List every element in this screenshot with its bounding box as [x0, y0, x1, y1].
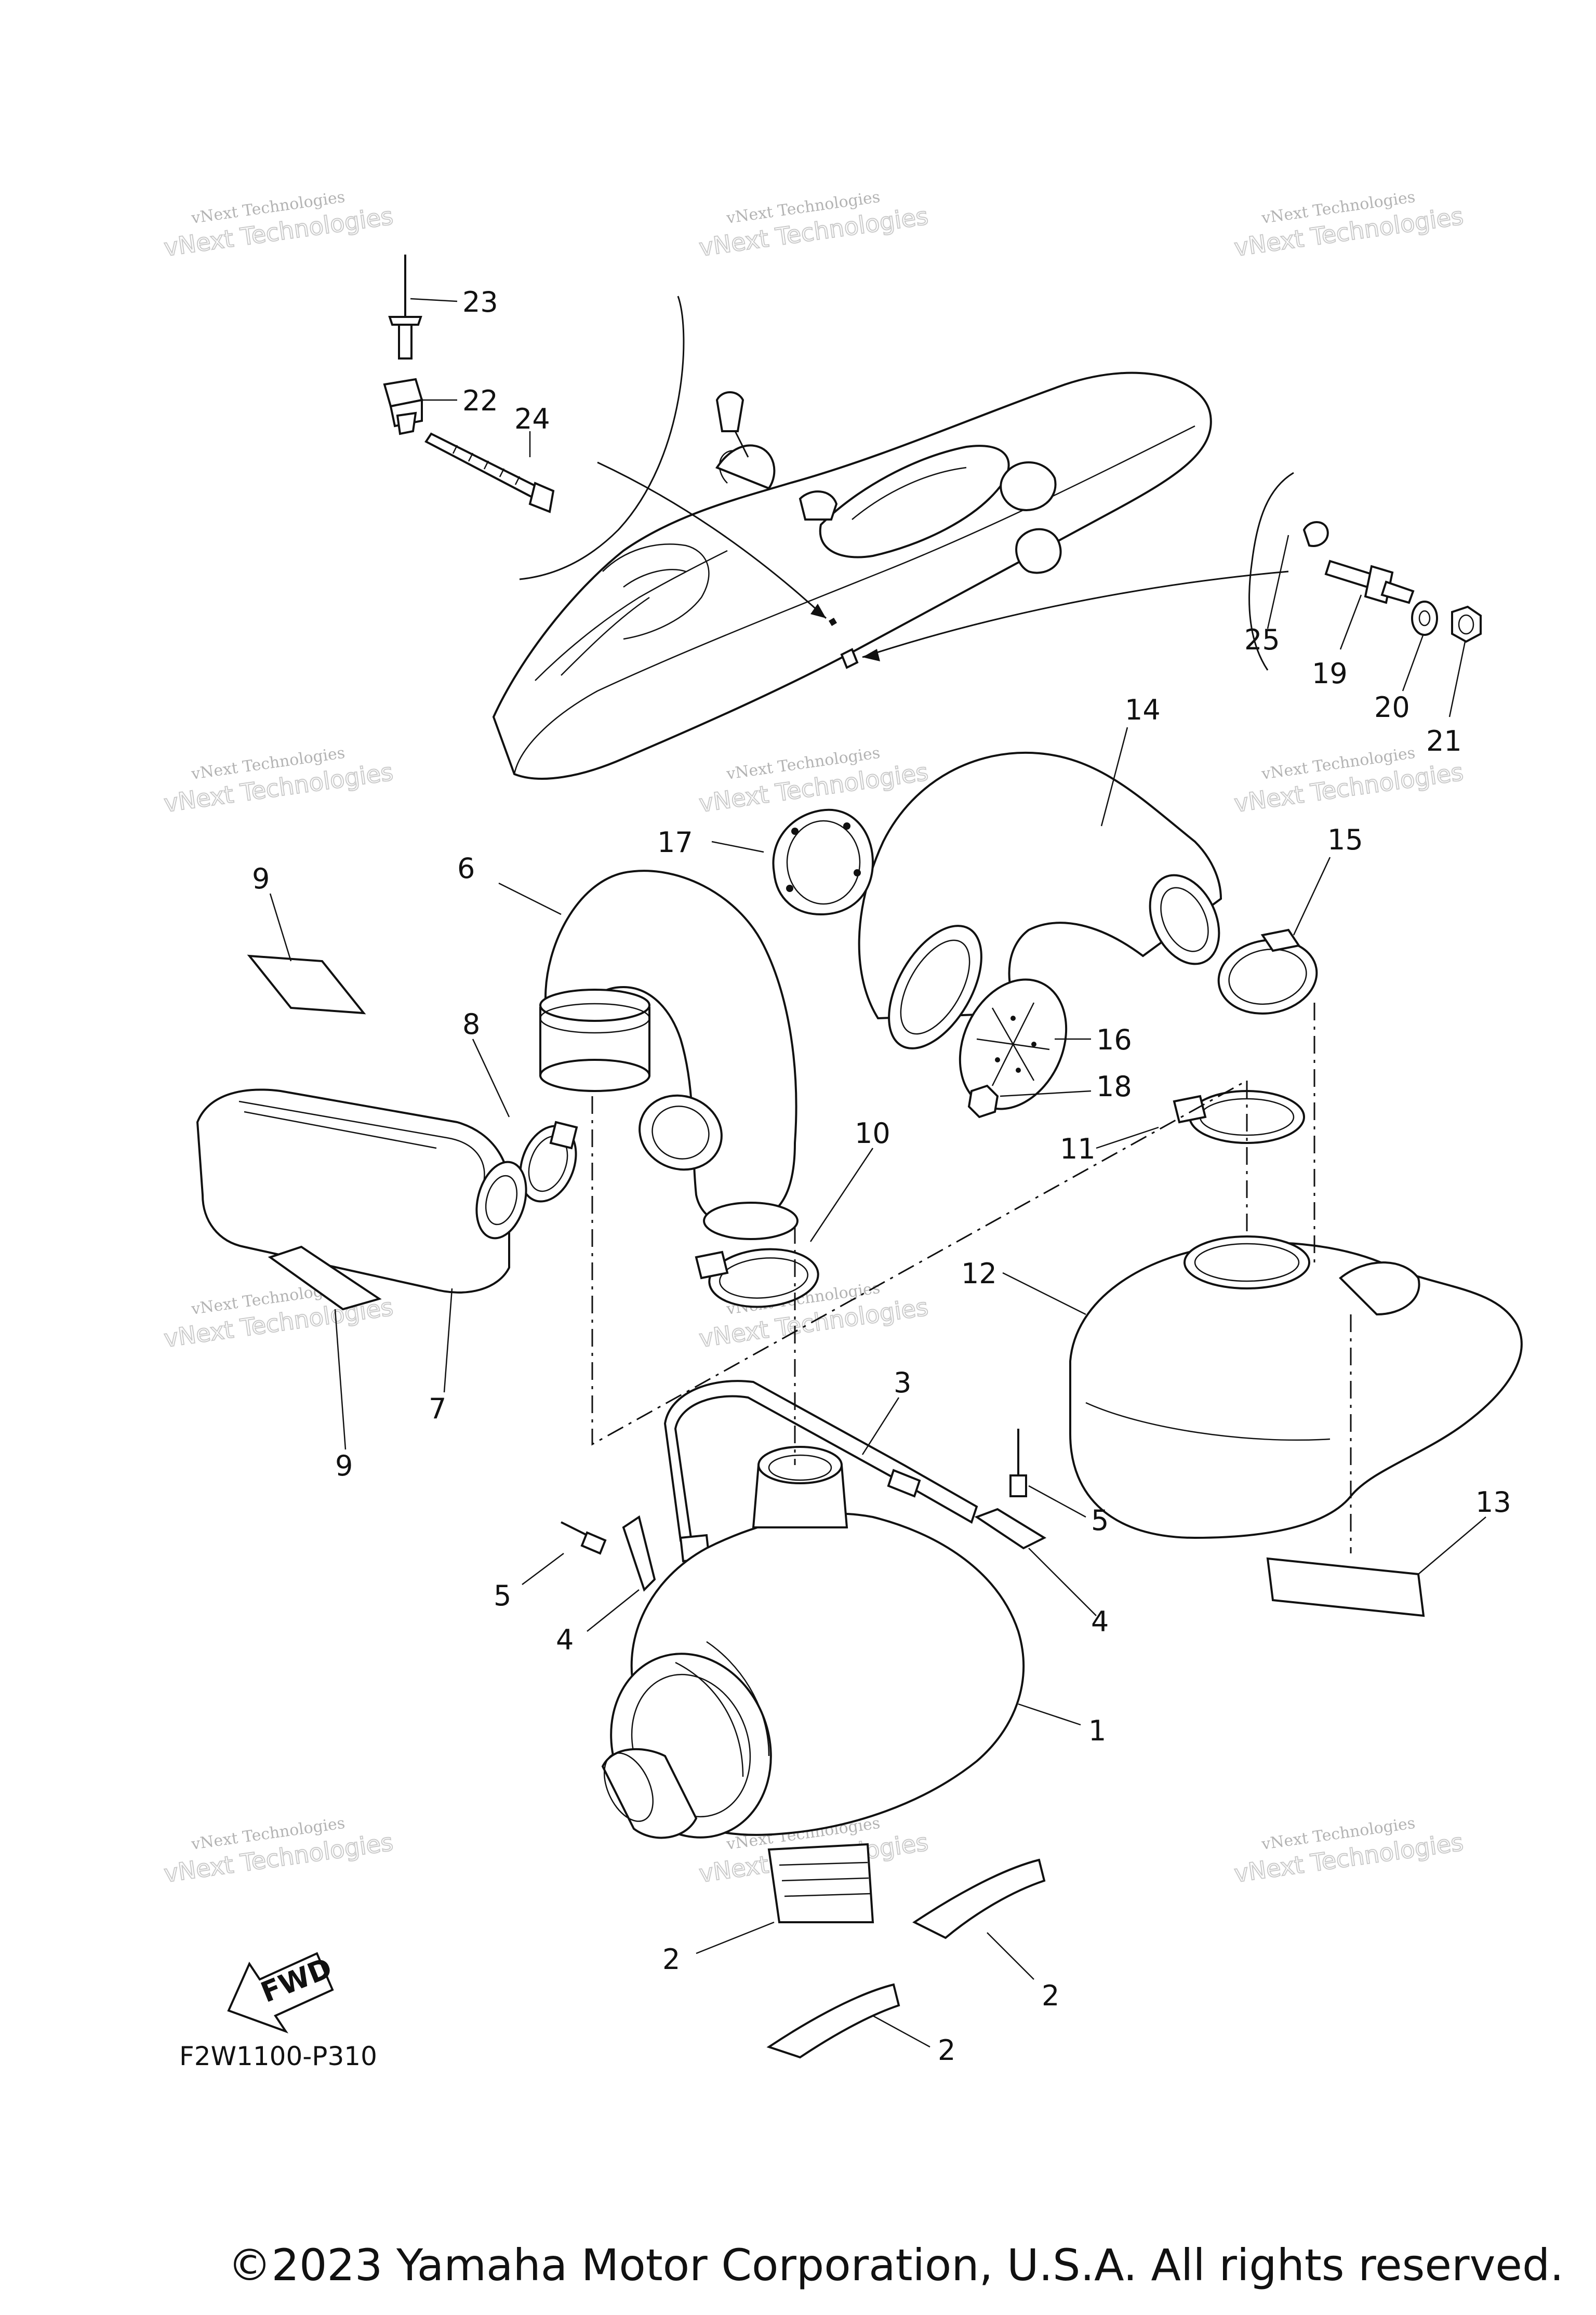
callout-3: 3 — [894, 1366, 911, 1399]
callout-18: 18 — [1096, 1070, 1132, 1103]
silencer-7 — [196, 1088, 527, 1294]
bracket-4-left — [622, 1515, 656, 1592]
figure-code: F2W1100-P310 — [179, 2041, 377, 2071]
watermark: vNext Technologies vNext Technologies — [162, 1814, 395, 1888]
callout-22: 22 — [462, 384, 498, 417]
air-box-12 — [1069, 1235, 1523, 1539]
pad-13 — [1266, 1557, 1425, 1617]
callout-20: 20 — [1374, 691, 1410, 724]
leader-lines — [269, 298, 1486, 2048]
pad-9-upper — [247, 954, 366, 1015]
gasket-17 — [772, 808, 874, 916]
callout-23: 23 — [462, 286, 498, 318]
callout-2-right: 2 — [1042, 1979, 1059, 2012]
callout-7: 7 — [429, 1392, 446, 1425]
watermark: vNext Technologies vNext Technologies — [162, 744, 395, 818]
clip-25 — [1302, 521, 1329, 547]
pad-9-lower — [268, 1245, 382, 1311]
callout-24: 24 — [514, 403, 550, 435]
clamp-15 — [1217, 928, 1318, 1015]
callout-10: 10 — [855, 1117, 890, 1150]
watermark: vNext Technologies vNext Technologies — [697, 744, 930, 818]
callout-4-right: 4 — [1091, 1605, 1109, 1638]
bracket-4-right — [974, 1508, 1047, 1550]
callout-21: 21 — [1426, 725, 1462, 757]
pad-2-bottom — [766, 1983, 900, 2059]
pad-2-right — [912, 1858, 1046, 1939]
callout-25: 25 — [1244, 623, 1280, 656]
watercraft-overview — [492, 371, 1289, 780]
clamp-8 — [519, 1121, 578, 1203]
callout-1: 1 — [1088, 1714, 1106, 1747]
rivet-23 — [388, 255, 422, 360]
callout-11: 11 — [1060, 1133, 1096, 1165]
callout-16: 16 — [1096, 1023, 1132, 1056]
callout-12: 12 — [961, 1257, 997, 1290]
fitting-19 — [1324, 560, 1415, 604]
watermark: vNext Technologies vNext Technologies — [697, 188, 930, 262]
fitting-detail-group — [1248, 472, 1482, 671]
muffler-1 — [601, 1446, 1025, 1839]
callout-2-bottom: 2 — [938, 2034, 955, 2067]
clamp-11 — [1173, 1090, 1305, 1144]
rivet-5-left — [561, 1521, 607, 1555]
watermark: vNext Technologies vNext Technologies — [1232, 188, 1466, 262]
watermark: vNext Technologies vNext Technologies — [1232, 1814, 1466, 1888]
nut-18 — [967, 1084, 999, 1119]
callout-13: 13 — [1475, 1486, 1511, 1519]
callout-5-left: 5 — [494, 1579, 511, 1612]
callout-9-upper: 9 — [252, 862, 270, 895]
assembly-centerlines — [591, 1003, 1352, 1553]
elbow-6 — [539, 870, 799, 1240]
callout-9-lower: 9 — [335, 1449, 353, 1482]
copyright-notice: ©2023 Yamaha Motor Corporation, U.S.A. A… — [228, 2240, 1564, 2291]
cable-tie-24 — [424, 432, 555, 513]
callout-2-center: 2 — [662, 1943, 680, 1976]
washer-20 — [1411, 601, 1438, 636]
pad-2-center — [767, 1843, 874, 1923]
duct-14 — [858, 752, 1222, 1049]
callout-19: 19 — [1312, 657, 1348, 690]
callout-14: 14 — [1125, 694, 1161, 726]
callout-17: 17 — [657, 826, 693, 859]
screen-16 — [959, 978, 1068, 1110]
callout-5-right: 5 — [1091, 1504, 1109, 1537]
clamp-10 — [695, 1248, 819, 1308]
fwd-arrow-icon: FWD — [227, 1951, 337, 2033]
rivet-5-right — [1009, 1429, 1027, 1497]
callout-numbers: 23 22 24 25 19 20 21 14 15 17 16 18 6 9 … — [179, 286, 1511, 2071]
nut-21 — [1451, 605, 1482, 643]
rivet-detail-group — [383, 255, 685, 580]
grommet-22 — [383, 378, 423, 435]
watermark: vNext Technologies vNext Technologies — [162, 188, 395, 262]
callout-4-left: 4 — [556, 1624, 574, 1656]
callout-15: 15 — [1327, 823, 1363, 856]
callout-8: 8 — [462, 1008, 480, 1041]
callout-6: 6 — [457, 852, 475, 885]
